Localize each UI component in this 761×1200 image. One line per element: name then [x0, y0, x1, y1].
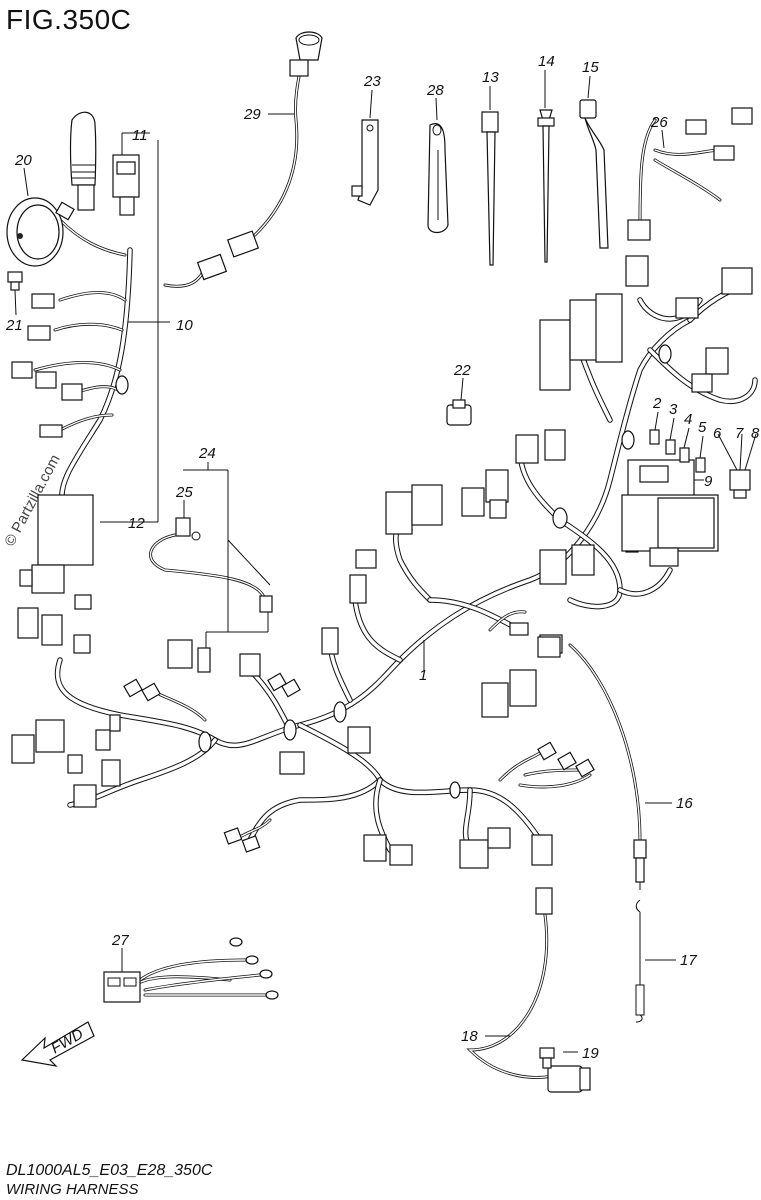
clamp-28: [427, 123, 449, 234]
sensor-lead-24: [175, 517, 273, 613]
callout-13: 13: [482, 69, 499, 86]
callout-28: 28: [426, 82, 444, 99]
callout-2: 2: [652, 395, 662, 412]
cable-tie-14: [537, 109, 555, 263]
mid-connectors: [123, 549, 377, 853]
sub-harness-26: [627, 107, 753, 241]
accessory-socket: [196, 31, 323, 281]
thin-wires: [33, 60, 722, 1079]
callout-12: 12: [128, 515, 145, 532]
side-stand-switch: [535, 887, 591, 1093]
figure-title: FIG.350C: [6, 4, 132, 35]
figure-subtitle: WIRING HARNESS: [6, 1181, 139, 1198]
callout-29: 29: [243, 106, 261, 123]
lower-center-connectors: [363, 669, 595, 869]
callout-11: 11: [132, 127, 148, 144]
callout-19: 19: [582, 1045, 599, 1062]
callout-1: 1: [419, 667, 427, 684]
horn-bolt: [7, 271, 23, 291]
callout-26: 26: [650, 114, 668, 131]
upper-right-connectors: [385, 255, 753, 654]
callout-24: 24: [198, 445, 216, 462]
callout-3: 3: [669, 401, 678, 418]
model-code: DL1000AL5_E03_E28_350C: [6, 1162, 213, 1179]
callout-5: 5: [698, 419, 707, 436]
callout-10: 10: [176, 317, 193, 334]
clip-22: [446, 399, 472, 426]
callout-25: 25: [175, 484, 193, 501]
callout-6: 6: [713, 425, 722, 442]
callout-14: 14: [538, 53, 555, 70]
cable-tie-15: [579, 99, 609, 249]
top-connector: [112, 154, 140, 216]
callout-17: 17: [680, 952, 697, 969]
callout-23: 23: [363, 73, 381, 90]
fwd-direction-arrow: FWD: [20, 1021, 95, 1067]
callout-27: 27: [111, 932, 129, 949]
harness-boot: [69, 111, 97, 211]
sensor-16: [537, 636, 647, 890]
leader-lines: [14, 70, 757, 1053]
bracket-23: [351, 119, 379, 206]
callout-15: 15: [582, 59, 599, 76]
callout-20: 20: [14, 152, 32, 169]
callout-labels: 1 2 3 4 5 6 7 8 9 10 11 12 13 14 15 16 1…: [5, 53, 760, 1062]
spring-17: [635, 899, 645, 1023]
callout-8: 8: [751, 425, 760, 442]
left-connectors: [11, 293, 83, 438]
harness-clamps: [115, 344, 672, 799]
fuse-box: [621, 459, 719, 567]
cable-tie-13: [481, 111, 499, 266]
callout-7: 7: [735, 425, 744, 442]
lower-left-connectors: [11, 607, 121, 808]
callout-18: 18: [461, 1028, 478, 1045]
callout-16: 16: [676, 795, 693, 812]
callout-22: 22: [453, 362, 471, 379]
horn: [6, 197, 75, 267]
lead-wire-27: [103, 937, 279, 1003]
callout-21: 21: [5, 317, 23, 334]
callout-4: 4: [684, 411, 692, 428]
turn-signal-relay: [19, 494, 94, 610]
callout-9: 9: [704, 473, 713, 490]
fuses: [649, 429, 751, 499]
